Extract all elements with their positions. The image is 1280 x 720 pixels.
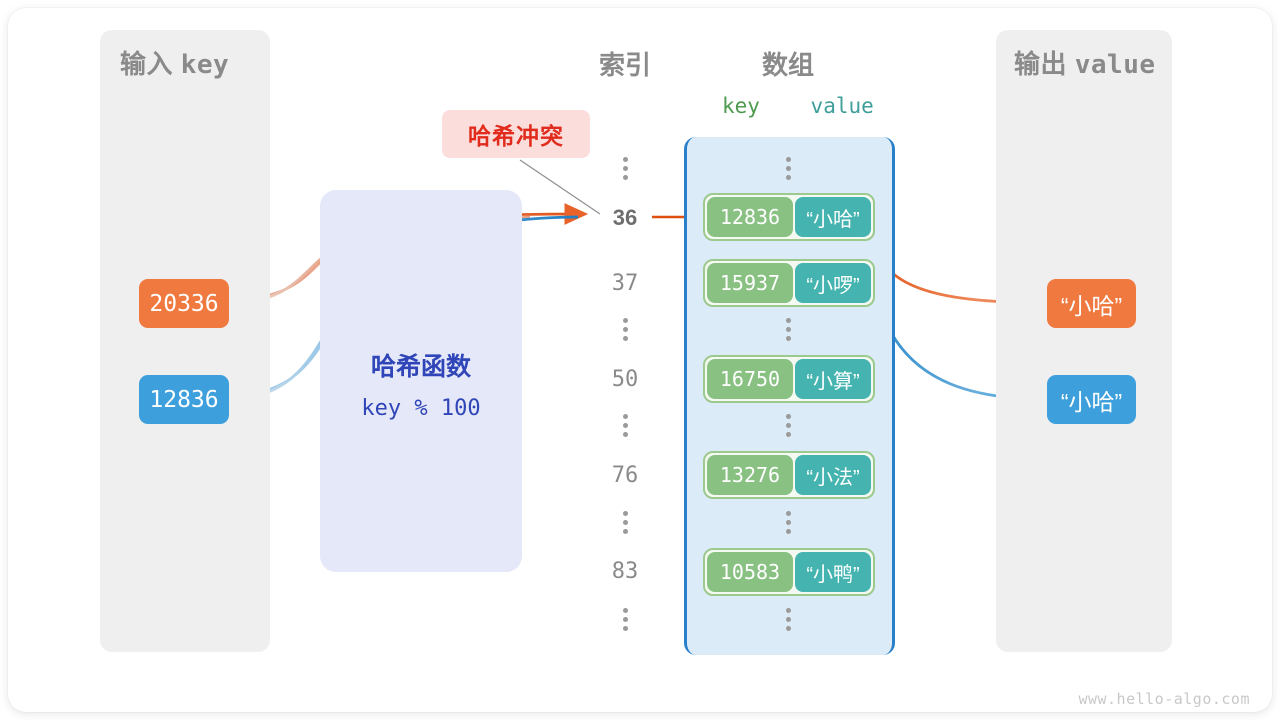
hash-function-box: 哈希函数 key % 100 bbox=[320, 190, 522, 572]
output-value-blue[interactable]: “小哈” bbox=[1047, 375, 1136, 424]
bucket-key-12836: 12836 bbox=[707, 197, 793, 237]
index-label-50: 50 bbox=[611, 367, 639, 392]
bucket-key-15937: 15937 bbox=[707, 263, 793, 303]
index-dots-3 bbox=[620, 511, 630, 534]
array-dots-0 bbox=[783, 157, 793, 180]
array-bucket-76[interactable]: 13276 “小法” bbox=[703, 451, 875, 499]
array-kv-caption: key value bbox=[722, 94, 874, 118]
index-dots-0 bbox=[620, 157, 630, 180]
array-bucket-36[interactable]: 12836 “小哈” bbox=[703, 193, 875, 241]
bucket-value-xiaosuan: “小算” bbox=[795, 359, 871, 399]
hash-function-title: 哈希函数 bbox=[370, 353, 471, 381]
array-dots-4 bbox=[783, 608, 793, 631]
bucket-value-xiaoya: “小鸭” bbox=[795, 552, 871, 592]
array-bucket-37[interactable]: 15937 “小啰” bbox=[703, 259, 875, 307]
output-value-orange[interactable]: “小哈” bbox=[1047, 279, 1136, 328]
array-bucket-83[interactable]: 10583 “小鸭” bbox=[703, 548, 875, 596]
array-key-caption: key bbox=[722, 94, 760, 118]
bucket-key-10583: 10583 bbox=[707, 552, 793, 592]
bucket-key-16750: 16750 bbox=[707, 359, 793, 399]
index-label-76: 76 bbox=[611, 463, 639, 488]
array-value-caption: value bbox=[810, 94, 874, 118]
index-dots-4 bbox=[620, 608, 630, 631]
index-dots-1 bbox=[620, 318, 630, 341]
output-panel bbox=[996, 30, 1172, 652]
hash-function-expression: key % 100 bbox=[361, 396, 481, 421]
index-column-caption: 索引 bbox=[598, 50, 651, 80]
bucket-key-13276: 13276 bbox=[707, 455, 793, 495]
input-key-12836[interactable]: 12836 bbox=[139, 375, 229, 424]
array-dots-3 bbox=[783, 511, 793, 534]
index-label-37: 37 bbox=[611, 271, 639, 296]
array-dots-1 bbox=[783, 318, 793, 341]
array-dots-2 bbox=[783, 414, 793, 437]
array-bucket-50[interactable]: 16750 “小算” bbox=[703, 355, 875, 403]
bucket-value-xiaoha: “小哈” bbox=[795, 197, 871, 237]
bucket-value-xiaoluo: “小啰” bbox=[795, 263, 871, 303]
input-panel-title-cn: 输入 bbox=[120, 49, 174, 79]
input-panel bbox=[100, 30, 270, 652]
output-panel-title-mono: value bbox=[1074, 50, 1156, 80]
output-panel-title-cn: 输出 bbox=[1014, 49, 1068, 79]
index-dots-2 bbox=[620, 414, 630, 437]
hash-collision-badge: 哈希冲突 bbox=[442, 110, 590, 158]
input-panel-title-mono: key bbox=[180, 50, 230, 80]
index-label-83: 83 bbox=[611, 559, 639, 584]
output-panel-title: 输出 value bbox=[1014, 44, 1156, 81]
bucket-value-xiaofa: “小法” bbox=[795, 455, 871, 495]
watermark: www.hello-algo.com bbox=[1078, 690, 1250, 708]
input-key-20336[interactable]: 20336 bbox=[139, 279, 229, 328]
array-column-caption: 数组 bbox=[761, 50, 814, 80]
index-label-36: 36 bbox=[612, 205, 638, 230]
input-panel-title: 输入 key bbox=[120, 44, 229, 81]
